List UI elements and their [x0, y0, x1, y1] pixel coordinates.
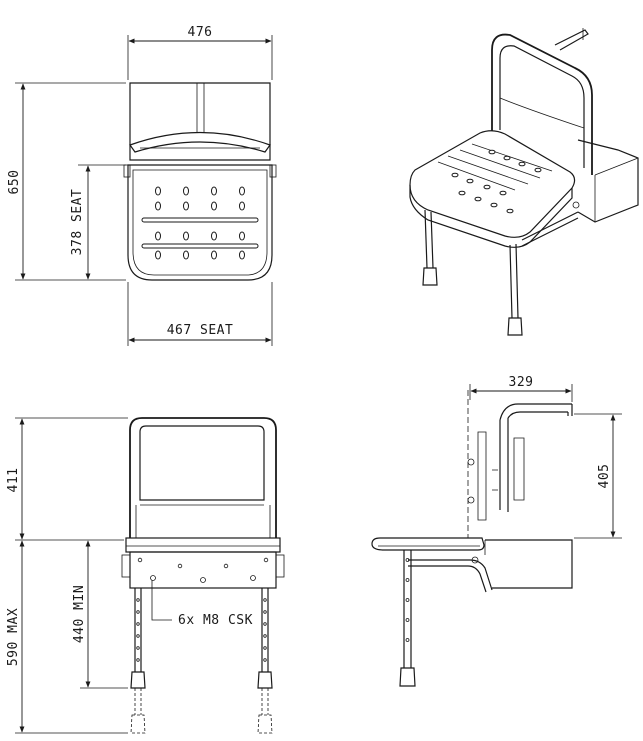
dim-side-back-height: 405 — [597, 464, 612, 489]
dim-max-height: 590 MAX — [6, 608, 21, 666]
dim-total-height: 650 — [7, 170, 22, 195]
dim-top-width: 476 — [188, 25, 213, 40]
callout-fixing: 6x M8 CSK — [178, 613, 253, 628]
isometric-view — [409, 28, 639, 336]
side-view: 329 405 — [371, 375, 622, 687]
dim-side-depth: 329 — [509, 375, 534, 390]
dim-seat-width: 467 SEAT — [167, 323, 234, 338]
front-view: 411 590 MAX 440 MIN 6x M8 CSK — [6, 417, 285, 734]
dim-seat-depth: 378 SEAT — [70, 189, 85, 256]
dim-back-height: 411 — [6, 468, 21, 493]
leg-holes — [136, 598, 267, 662]
plan-view: 476 650 378 SEAT 467 SEAT — [7, 25, 277, 346]
dim-min-height: 440 MIN — [72, 585, 87, 643]
iso-slots — [437, 143, 553, 214]
seat-slots — [141, 186, 259, 260]
